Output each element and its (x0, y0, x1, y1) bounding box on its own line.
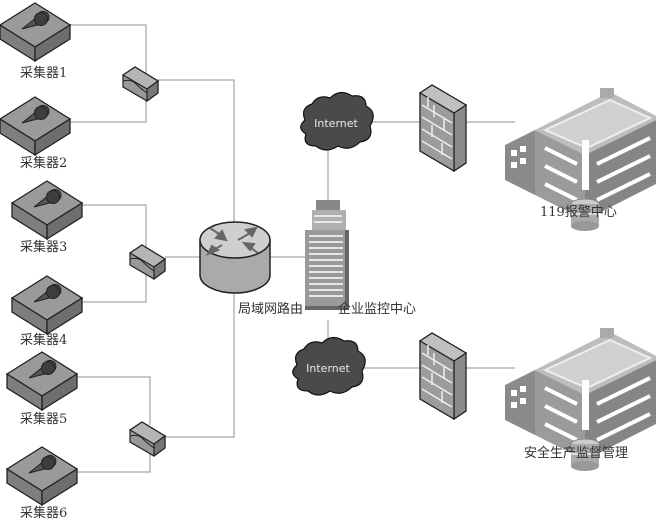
internet-label: Internet (306, 362, 350, 375)
collector-5-label: 采集器5 (20, 412, 68, 427)
collector-3[interactable] (11, 180, 83, 240)
collector-1-label: 采集器1 (20, 66, 68, 81)
collector-6[interactable] (6, 446, 78, 506)
internet-label: Internet (314, 117, 358, 130)
monitoring-center-icon[interactable] (305, 200, 349, 310)
firewall-icon[interactable] (419, 332, 467, 420)
monitoring-center-label: 企业监控中心 (338, 302, 417, 317)
hub-icon[interactable] (129, 421, 166, 457)
hub-icon[interactable] (122, 66, 159, 102)
collector-2[interactable] (0, 96, 71, 156)
collector-6-label: 采集器6 (20, 506, 68, 521)
safety-supervision-label: 安全生产监督管理 (524, 446, 629, 461)
router-icon[interactable] (199, 221, 271, 294)
internet-cloud-icon[interactable]: Internet (300, 91, 374, 151)
router-label: 局域网路由 (238, 302, 304, 317)
collector-4[interactable] (11, 275, 83, 335)
collector-4-label: 采集器4 (20, 333, 68, 348)
collector-3-label: 采集器3 (20, 240, 68, 255)
alarm-center-label: 119报警中心 (540, 205, 617, 220)
connection-lines (40, 24, 515, 473)
collector-1[interactable] (0, 2, 71, 62)
collector-2-label: 采集器2 (20, 156, 68, 171)
hub-icon[interactable] (129, 244, 166, 280)
collector-5[interactable] (6, 351, 78, 411)
internet-cloud-icon[interactable]: Internet (292, 336, 366, 396)
firewall-icon[interactable] (419, 84, 467, 172)
